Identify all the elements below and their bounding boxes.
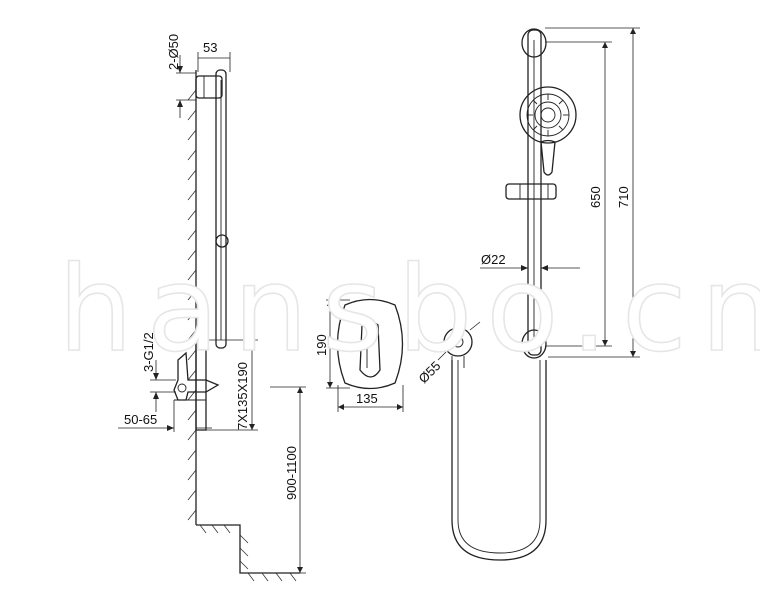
bottom-end-cap [521, 329, 547, 359]
dim-53: 53 [203, 40, 217, 55]
dim-7x135x190: 7X135X190 [235, 362, 250, 430]
hand-shower-handle [540, 139, 556, 176]
dim-d22: Ø22 [481, 252, 506, 267]
side-view: 2-Ø50 53 3-G1/2 50-65 7X135X190 900-1100 [118, 34, 306, 582]
valve-plate [336, 298, 404, 390]
wall-plate [195, 339, 207, 431]
spray-nozzles [527, 94, 569, 136]
floor-step-profile [196, 524, 300, 574]
valve-handle [173, 351, 220, 401]
hand-shower-head [519, 86, 577, 144]
slider-holder [505, 183, 557, 200]
slide-rail-side [215, 69, 227, 349]
dim-650: 650 [588, 186, 603, 208]
slide-rail-front [527, 29, 542, 356]
valve-lever [359, 320, 381, 378]
wall-elbow [443, 327, 473, 357]
top-bracket [195, 75, 223, 99]
watermark: hansbo.cn [58, 240, 760, 378]
valve-front-view: 190 135 [314, 298, 404, 412]
slider-knob [215, 234, 229, 248]
dim-3-g1-2: 3-G1/2 [141, 332, 156, 372]
floor-hatching [199, 524, 297, 582]
top-end-cap [521, 28, 547, 58]
dim-50-65: 50-65 [124, 412, 157, 427]
dim-710: 710 [616, 186, 631, 208]
dim-900-1100: 900-1100 [284, 446, 299, 500]
dim-2-d50: 2-Ø50 [166, 34, 181, 70]
wall-hatching [187, 89, 197, 521]
dim-135: 135 [356, 391, 378, 406]
dim-190: 190 [314, 334, 329, 356]
shower-hose [451, 360, 547, 561]
